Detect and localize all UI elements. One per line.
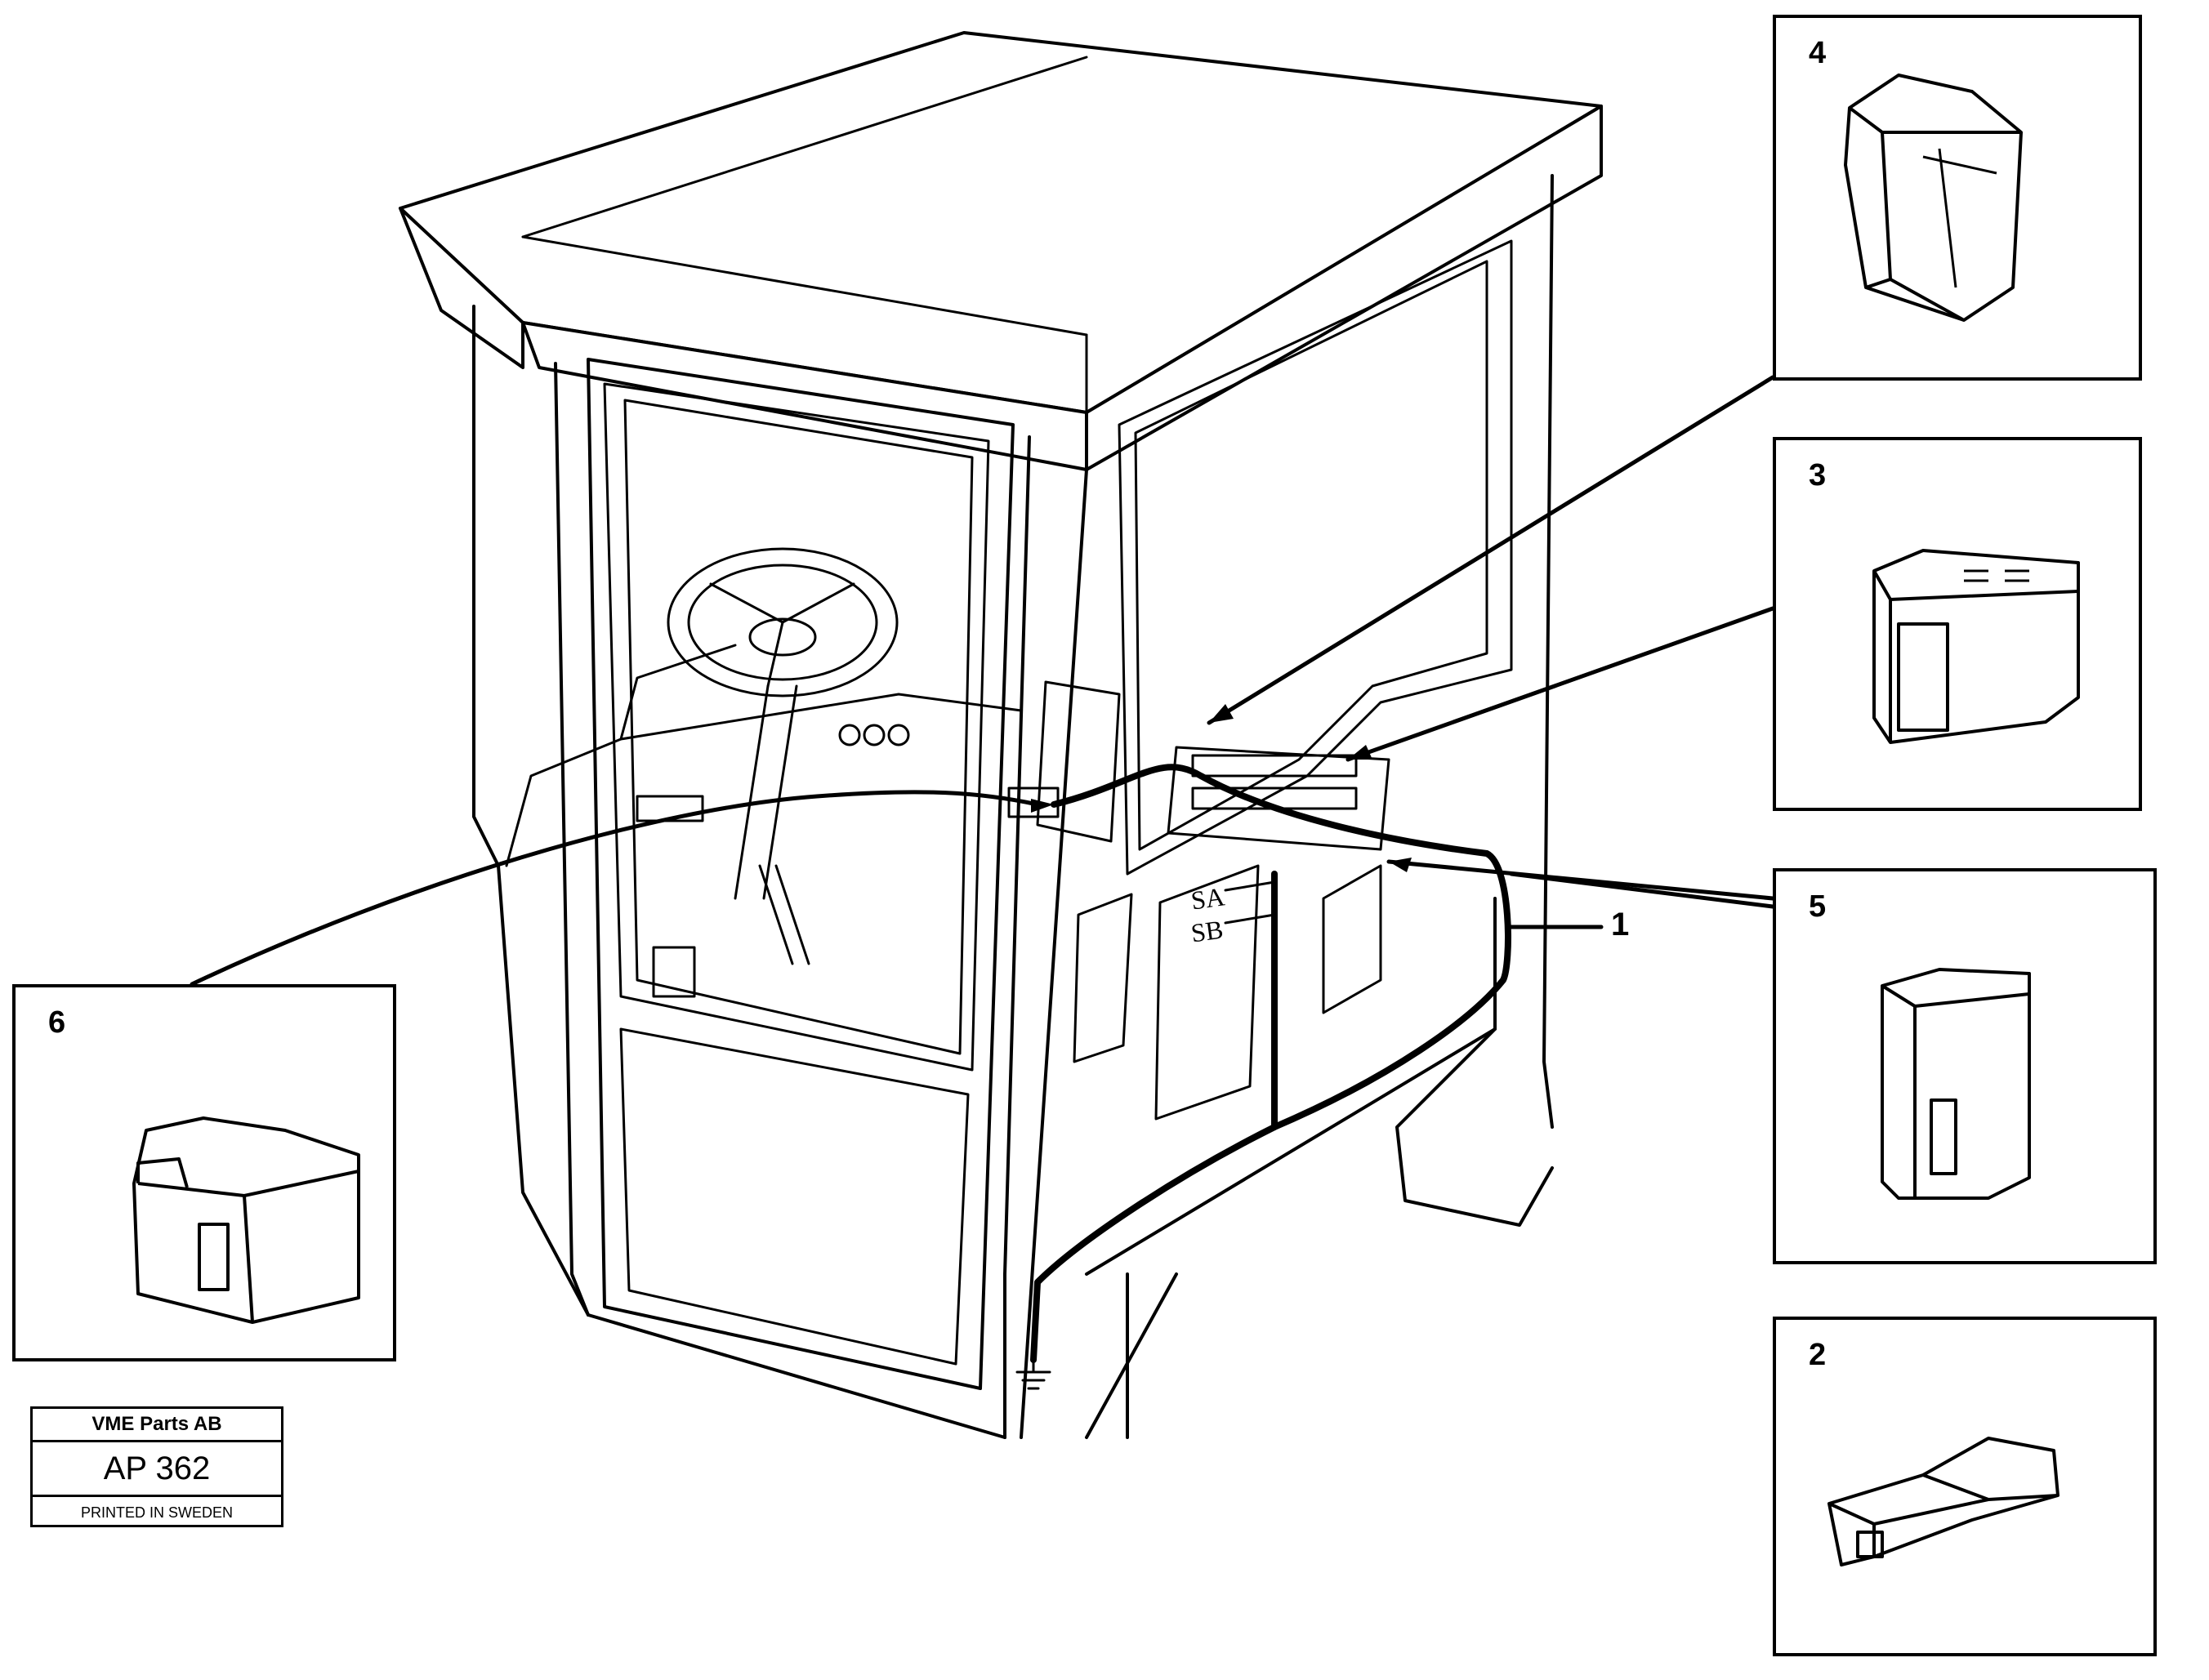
- connector-5-icon: [1881, 968, 2031, 1200]
- callout-number-2: 2: [1809, 1338, 1827, 1372]
- label-sa: SA: [1189, 881, 1227, 916]
- label-sb: SB: [1189, 914, 1225, 948]
- ground-symbol-icon: [1015, 1358, 1051, 1390]
- cab-roof: [399, 31, 1603, 471]
- callout-number-1: 1: [1611, 907, 1630, 942]
- dashboard: [505, 644, 1023, 998]
- connector-6-icon: [132, 1116, 360, 1324]
- connector-4-icon: [1844, 74, 2023, 322]
- callout-number-5: 5: [1809, 889, 1827, 924]
- relay-panel: [1073, 864, 1382, 1121]
- callout-number-6: 6: [48, 1005, 66, 1040]
- fuse-panel: [1007, 680, 1390, 851]
- callout-box-3: 3: [1773, 437, 2142, 811]
- steering-wheel: [667, 547, 899, 900]
- callout-box-5: 5: [1773, 868, 2157, 1264]
- connector-2-icon: [1827, 1437, 2060, 1566]
- cable-harness: [1030, 764, 1511, 1363]
- stamp-printed: PRINTED IN SWEDEN: [80, 1504, 233, 1521]
- stamp-code: AP 362: [33, 1442, 281, 1497]
- arrowheads: [1031, 704, 1412, 872]
- title-stamp: VME Parts AB AP 362 PRINTED IN SWEDEN: [30, 1406, 283, 1527]
- stamp-company: VME Parts AB: [33, 1409, 281, 1442]
- cab-body: [472, 174, 1554, 1439]
- callout-box-4: 4: [1773, 15, 2142, 381]
- callout-number-3: 3: [1809, 458, 1827, 492]
- callout-box-2: 2: [1773, 1317, 2157, 1656]
- leader-lines: [190, 375, 1775, 987]
- callout-box-6: 6: [12, 984, 396, 1361]
- connector-3-icon: [1872, 549, 2080, 744]
- callout-number-4: 4: [1809, 36, 1827, 70]
